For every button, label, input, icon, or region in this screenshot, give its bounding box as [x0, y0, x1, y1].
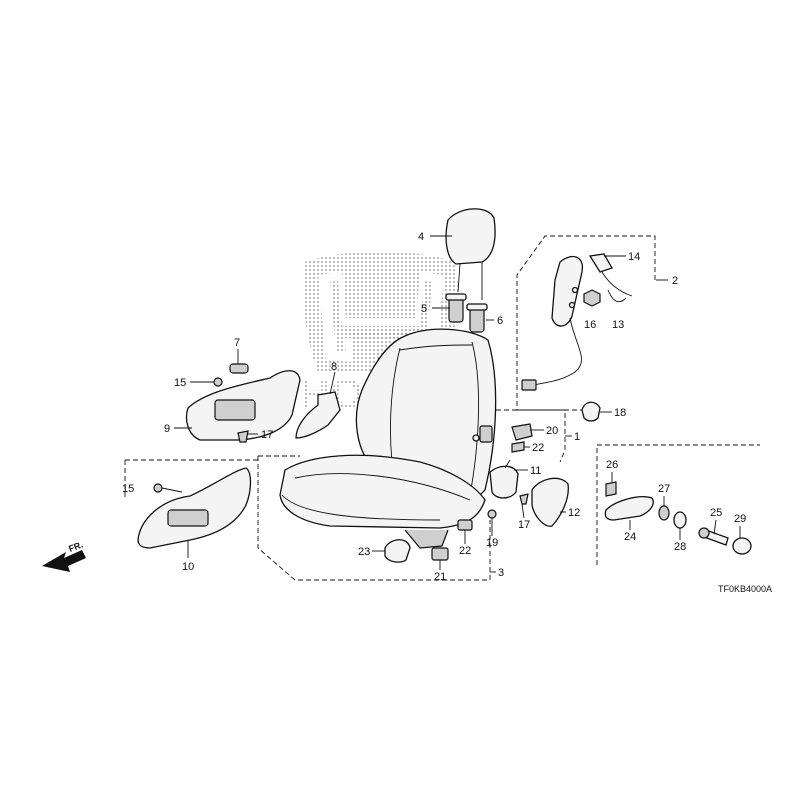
screw-17-left — [237, 430, 249, 443]
recliner-cover-11 — [489, 459, 519, 499]
callout-24: 24 — [624, 531, 636, 543]
group-box-height-knob — [596, 444, 760, 565]
cap-29 — [732, 537, 752, 555]
callout-8: 8 — [331, 361, 337, 373]
callout-5: 5 — [421, 303, 427, 315]
bolt-19 — [487, 509, 497, 528]
screw-15-upper — [213, 377, 223, 387]
callout-20: 20 — [546, 425, 558, 437]
callout-29: 29 — [734, 513, 746, 525]
callout-leaders — [161, 235, 741, 573]
headrest-guide-right — [466, 303, 488, 333]
callout-15-upper: 15 — [174, 377, 186, 389]
callout-19: 19 — [486, 537, 498, 549]
inner-side-cover-10 — [137, 467, 252, 549]
callout-15-lower: 15 — [122, 483, 134, 495]
callout-27: 27 — [658, 483, 670, 495]
callout-21: 21 — [434, 571, 446, 583]
diagram-code: TF0KB4000A — [718, 584, 772, 594]
fastener-22-upper — [511, 441, 525, 453]
airbag-clip-13 — [607, 289, 627, 303]
callout-2: 2 — [672, 275, 678, 287]
callout-17-right: 17 — [518, 519, 530, 531]
direction-label: FR. — [67, 540, 84, 554]
group-box-seat-cushion — [257, 455, 491, 581]
callout-14: 14 — [628, 251, 640, 263]
callout-4: 4 — [418, 231, 424, 243]
clip-18 — [581, 401, 601, 422]
knob-7 — [229, 363, 249, 374]
washer-27 — [658, 505, 670, 521]
harness-clip-23 — [384, 539, 411, 563]
headrest — [445, 208, 496, 300]
callout-23: 23 — [358, 546, 370, 558]
callout-3: 3 — [498, 567, 504, 579]
lever-24 — [604, 496, 654, 521]
connector-21 — [431, 547, 449, 561]
side-airbag-module — [521, 255, 584, 391]
group-box-lower-left — [124, 459, 258, 500]
fastener-22-lower — [457, 519, 473, 531]
callout-13: 13 — [612, 319, 624, 331]
cover-clip-20 — [511, 423, 533, 441]
screw-15-lower — [153, 483, 163, 493]
screw-17-right — [519, 493, 529, 505]
callout-1: 1 — [574, 431, 580, 443]
callout-25: 25 — [710, 507, 722, 519]
bushing-28 — [673, 511, 687, 529]
airbag-nut — [583, 289, 601, 307]
group-box-seat-back — [488, 409, 566, 463]
callout-26: 26 — [606, 459, 618, 471]
callout-6: 6 — [497, 315, 503, 327]
callout-22-lower: 22 — [459, 545, 471, 557]
harness-clip — [479, 425, 493, 443]
callout-10: 10 — [182, 561, 194, 573]
callout-22-upper: 22 — [532, 442, 544, 454]
airbag-bracket — [588, 253, 633, 297]
callout-9: 9 — [164, 423, 170, 435]
callout-17-left: 17 — [261, 429, 273, 441]
front-direction-arrow — [42, 550, 86, 572]
lever-cover-12 — [531, 477, 569, 527]
outer-side-cover-9 — [185, 370, 301, 441]
shaft-25 — [698, 527, 729, 546]
callout-28: 28 — [674, 541, 686, 553]
callout-18: 18 — [614, 407, 626, 419]
clip-26 — [605, 481, 617, 497]
seat-cushion — [279, 454, 486, 549]
callout-16: 16 — [584, 319, 596, 331]
headrest-guide-left — [445, 293, 467, 323]
callout-11: 11 — [530, 465, 541, 477]
bracket-8 — [295, 391, 341, 439]
callout-12: 12 — [568, 507, 580, 519]
callout-7: 7 — [234, 337, 240, 349]
